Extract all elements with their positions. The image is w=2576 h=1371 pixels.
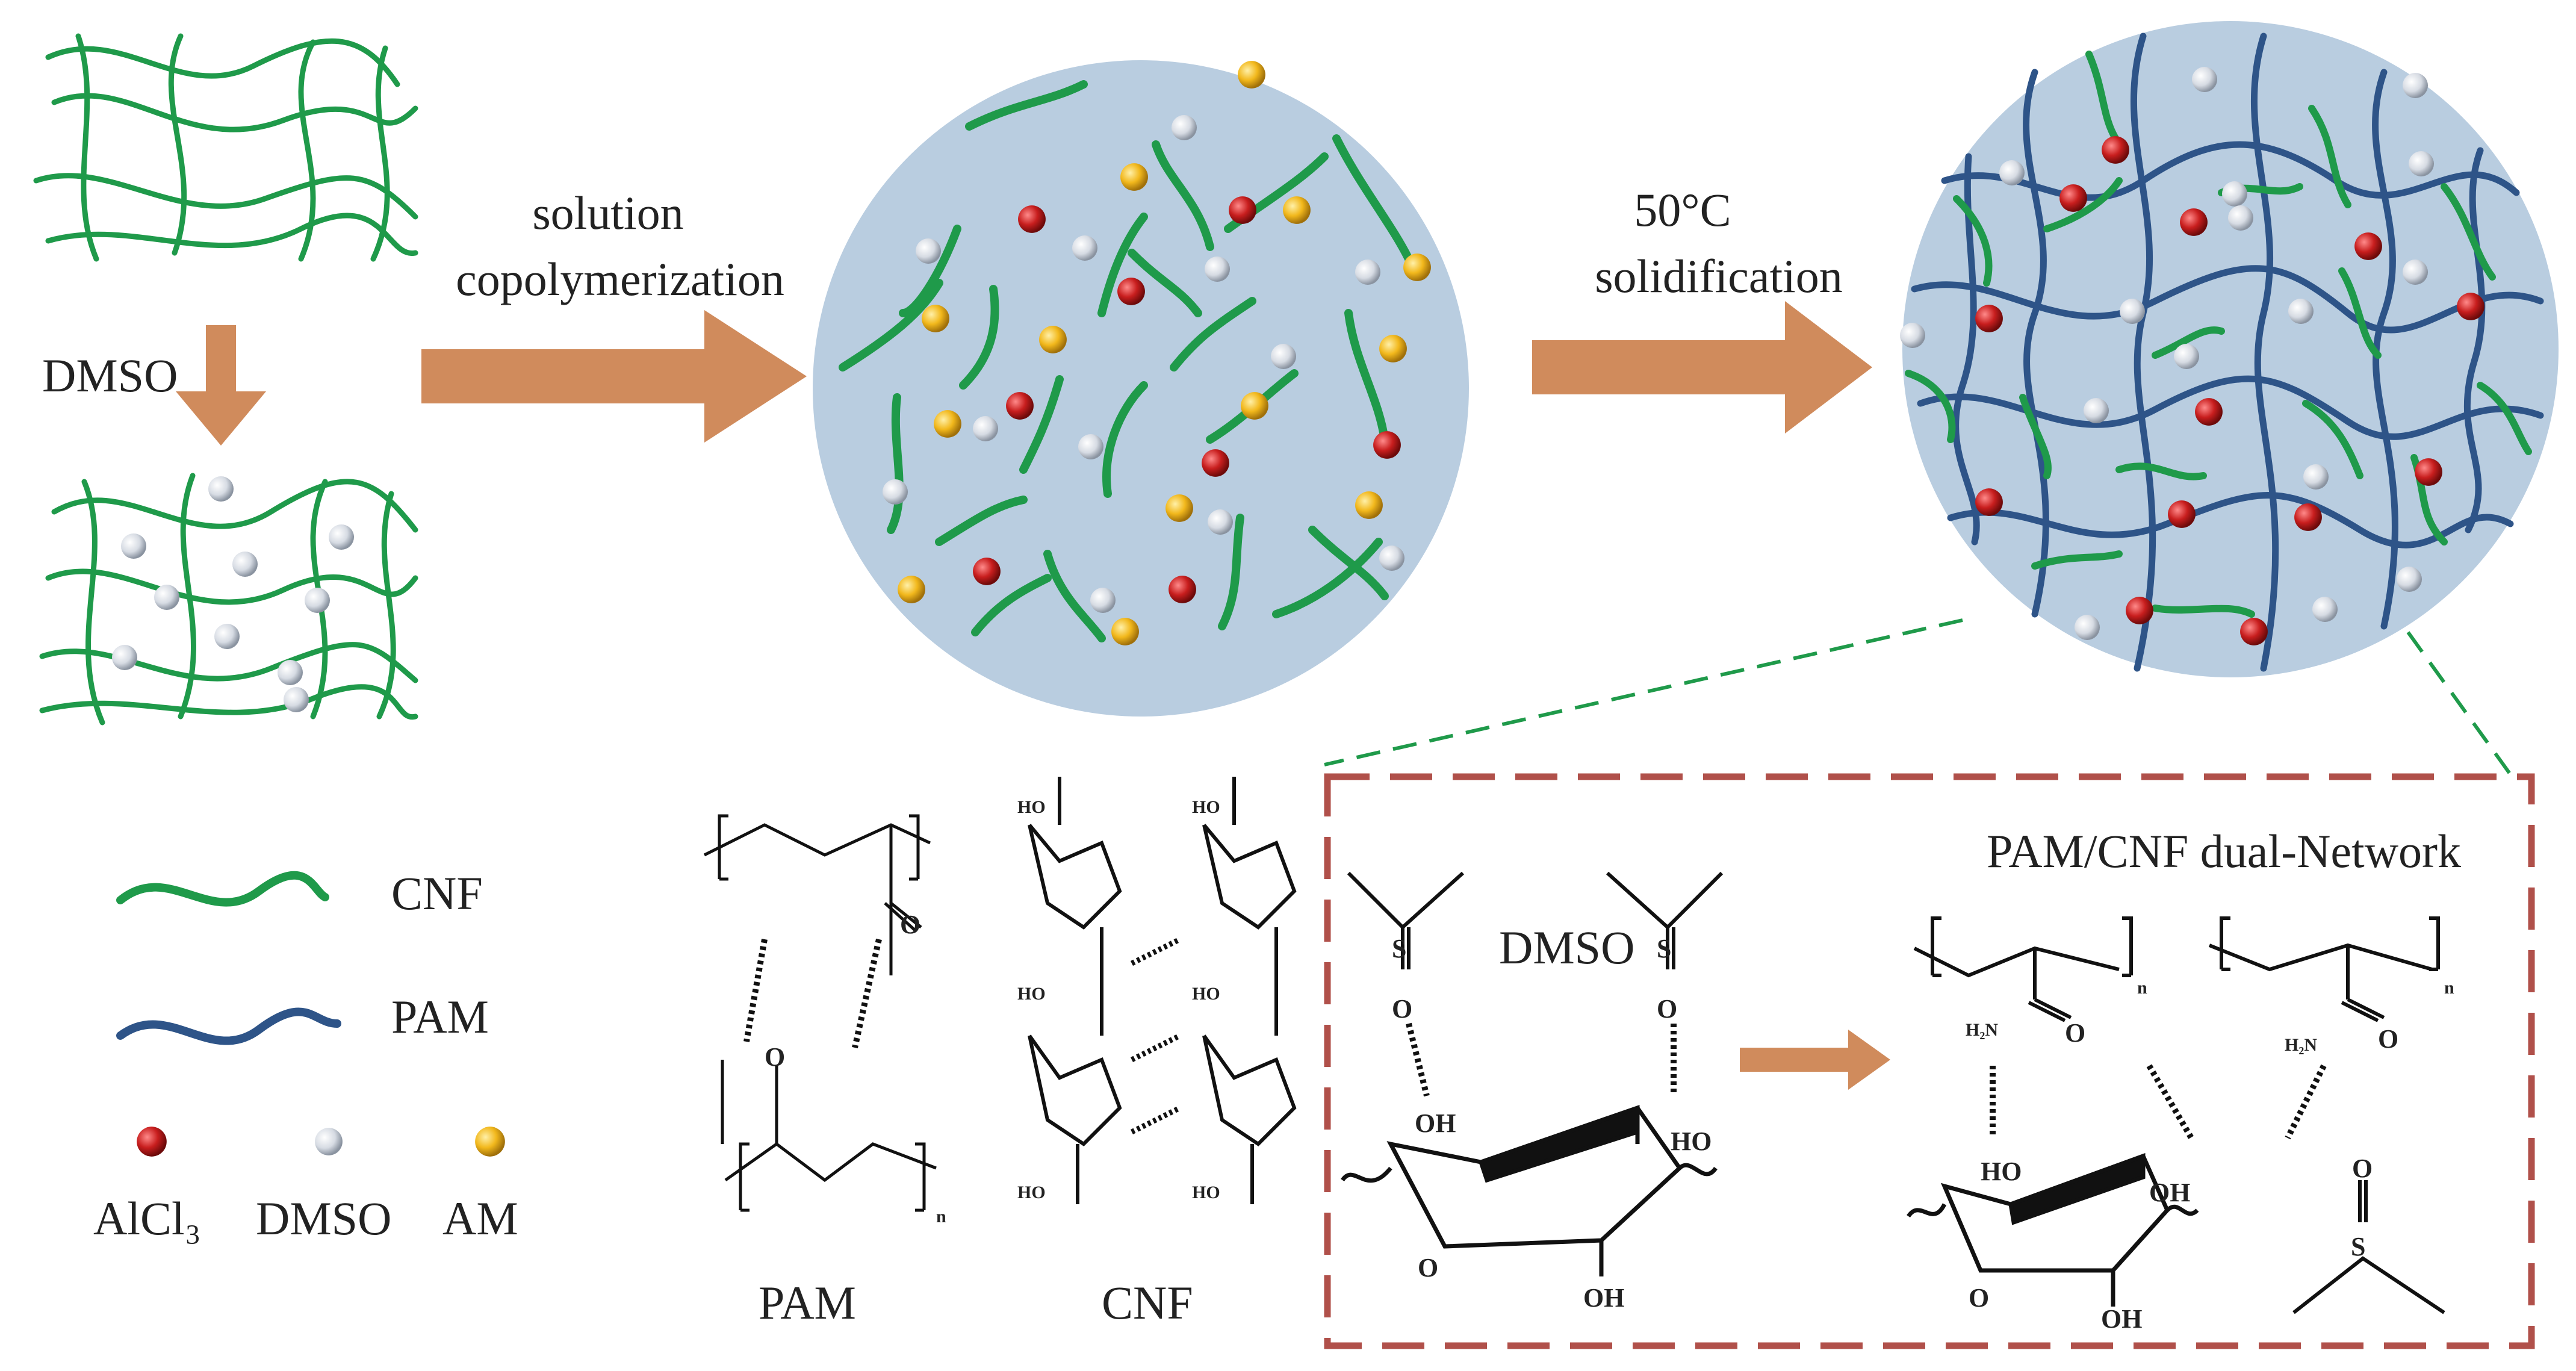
inset-pam-units [1913,916,2440,1140]
inset-ho-left: HO [1671,1127,1712,1156]
inset-o-ring-left: O [1418,1253,1438,1282]
pam-o-top: O [900,910,920,939]
legend-dmso-swatch [315,1128,343,1155]
inset-oh-left: OH [1415,1108,1456,1138]
legend-dmso-label: DMSO [256,1192,391,1245]
cnf-oh-2: HO [1192,797,1220,817]
inset-arrow [1740,1030,1890,1090]
legend-pam-label: PAM [391,990,489,1043]
inset-oh-bottom-right: OH [2101,1304,2142,1334]
cnf-caption: CNF [1102,1276,1193,1329]
legend: CNF PAM AlCl₃ DMSO AM [93,867,518,1245]
inset-o-ring-right: O [1969,1283,1989,1313]
step1-label-line2: copolymerization [456,253,784,305]
cnf-oh-3: HO [1017,984,1046,1004]
pam-n-label: n [936,1207,946,1226]
solution-mixture-circle [813,60,1469,717]
step2-label-line2: solidification [1595,250,1843,302]
legend-alcl3-swatch [137,1127,167,1157]
dmso-arrow-down [176,325,266,446]
step-arrow-copolymerization [421,310,807,443]
cnf-structure [1028,777,1297,1204]
inset-o-2: O [1657,994,1677,1024]
cnf-network-swollen [39,473,418,726]
pam-structure [703,814,937,1212]
inset-s-1: S [1392,934,1406,963]
inset-o-3: O [2065,1018,2085,1048]
legend-am-label: AM [442,1192,518,1245]
inset-o-4: O [2378,1024,2398,1054]
cnf-oh-6: HO [1192,1183,1220,1202]
inset-o-1: O [1392,994,1412,1024]
pam-o-bottom: O [765,1042,785,1072]
legend-cnf-label: CNF [391,867,483,919]
inset-n-1: n [2137,978,2147,998]
inset-title: PAM/CNF dual-Network [1987,825,2461,877]
inset-box [1324,773,2535,1349]
legend-pam-swatch [116,1007,341,1045]
zoom-lines [1324,618,2518,784]
inset-s-3: S [2351,1232,2365,1261]
step2-label-line1: 50°C [1634,184,1731,236]
inset-h2n-1: H₂N [1966,1020,1998,1040]
inset-s-2: S [1657,934,1671,963]
inset-dmso-molecules [1347,871,1724,1097]
cnf-oh-1: HO [1017,797,1046,817]
inset-o-5: O [2352,1154,2373,1183]
inset-n-2: n [2444,978,2454,998]
inset-sugar-right [1907,1153,2199,1307]
inset-oh-right: OH [2149,1178,2190,1207]
inset-oh-bottom-left: OH [1583,1283,1624,1313]
inset-dmso-label: DMSO [1499,921,1634,974]
inset-h2n-2: H₂N [2285,1035,2317,1055]
step1-label-line1: solution [532,187,683,239]
dmso-label: DMSO [42,349,178,402]
step-arrow-solidification [1532,301,1872,434]
legend-am-swatch [475,1127,505,1157]
cnf-network-raw [33,33,418,262]
pam-caption: PAM [759,1276,856,1329]
legend-alcl3-label: AlCl₃ [93,1192,201,1245]
inset-ho-right: HO [1981,1157,2022,1186]
inset-dmso-bottom [2292,1180,2445,1314]
legend-cnf-swatch [116,871,329,907]
cnf-oh-5: HO [1017,1183,1046,1202]
cnf-oh-4: HO [1192,984,1220,1004]
dual-network-circle [1900,21,2559,677]
inset-sugar-left [1341,1105,1718,1276]
